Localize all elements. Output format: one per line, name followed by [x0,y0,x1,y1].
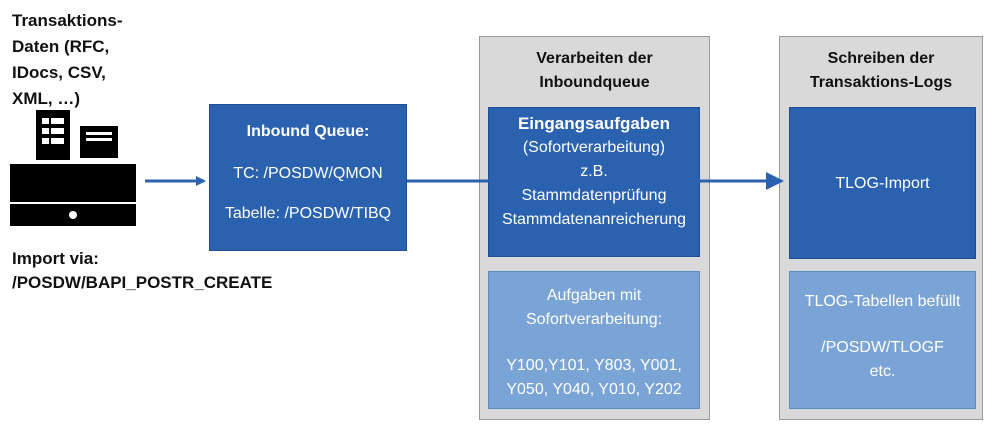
tlog-panel-title-line2: Transaktions-Logs [809,74,953,91]
immediate-tasks-codes-line1: Y100,Y101, Y803, Y001, [506,357,682,374]
inbound-tasks-line: z.B. [580,163,608,180]
inbound-queue-tc: TC: /POSDW/QMON [233,165,383,182]
immediate-tasks-box: Aufgaben mit Sofortverarbeitung: Y100,Y1… [488,271,700,409]
immediate-tasks-codes-line2: Y050, Y040, Y010, Y202 [506,381,682,398]
write-transaction-logs-panel: Schreiben der Transaktions-Logs TLOG-Imp… [779,36,983,420]
immediate-tasks-title-line1: Aufgaben mit [546,287,642,304]
inbound-tasks-title: Eingangsaufgaben [517,114,671,133]
source-data-label: Transaktions- Daten (RFC, IDocs, CSV, XM… [12,11,123,108]
import-function-name: /POSDW/BAPI_POSTR_CREATE [12,273,273,292]
tlog-panel-title: Schreiben der Transaktions-Logs [780,47,982,95]
process-panel-title-line1: Verarbeiten der [536,50,653,67]
import-label: Import via: /POSDW/BAPI_POSTR_CREATE [12,247,332,295]
process-panel-title: Verarbeiten der Inboundqueue [480,47,709,95]
inbound-queue-title: Inbound Queue: [246,123,370,140]
inbound-queue-table: Tabelle: /POSDW/TIBQ [224,205,392,222]
tlog-import-label: TLOG-Import [835,175,930,192]
cash-register-icon [10,110,136,226]
process-inbound-queue-panel: Verarbeiten der Inboundqueue Eingangsauf… [479,36,710,420]
inbound-tasks-line: Stammdatenprüfung [521,187,667,204]
import-label-line1: Import via: [12,249,99,268]
process-panel-title-line2: Inboundqueue [539,74,650,91]
inbound-queue-box: Inbound Queue: TC: /POSDW/QMON Tabelle: … [209,104,407,251]
tlog-tables-box: TLOG-Tabellen befüllt /POSDW/TLOGF etc. [789,271,976,409]
tlog-import-box: TLOG-Import [789,107,976,259]
tlog-tables-line1: TLOG-Tabellen befüllt [804,293,961,310]
tlog-panel-title-line1: Schreiben der [827,50,935,67]
immediate-tasks-title-line2: Sofortverarbeitung: [525,311,663,328]
inbound-tasks-box: Eingangsaufgaben (Sofortverarbeitung) z.… [488,107,700,257]
inbound-tasks-line: (Sofortverarbeitung) [522,139,666,156]
tlog-tables-line3: etc. [869,363,896,380]
inbound-tasks-line: Stammdatenanreicherung [501,211,687,228]
tlog-tables-line2: /POSDW/TLOGF [821,339,944,356]
